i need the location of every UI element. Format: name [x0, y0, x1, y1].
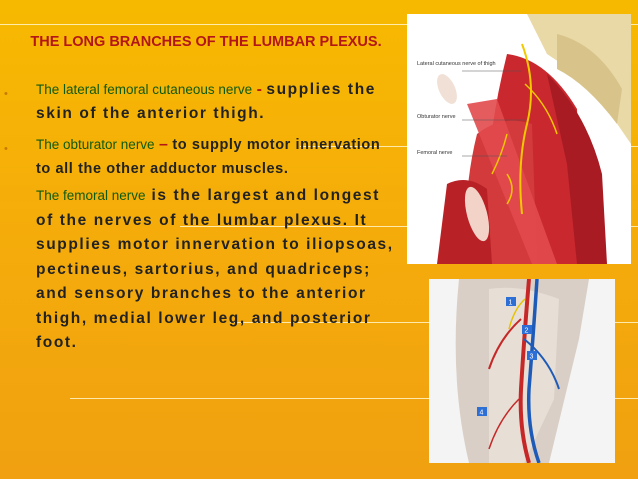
- label-lateral-cutaneous: Lateral cutaneous nerve of thigh: [417, 61, 496, 67]
- marker-2: 2: [525, 328, 529, 335]
- label-obturator: Obturator nerve: [417, 114, 456, 120]
- slide-title: THE LONG BRANCHES OF THE LUMBAR PLEXUS.: [30, 34, 382, 50]
- nerve-description: to supply motor innervation to all the o…: [36, 137, 381, 177]
- separator: –: [154, 136, 173, 153]
- decor-line: [70, 398, 638, 399]
- leg-vessels-image: 1 2 3 4: [429, 278, 615, 464]
- bullet-obturator: • The obturator nerve – to supply motor …: [4, 133, 399, 181]
- separator: -: [252, 81, 267, 98]
- thigh-muscle-illustration: Lateral cutaneous nerve of thigh Obturat…: [407, 14, 631, 265]
- nerve-description: supplies the skin of the anterior thigh.: [36, 81, 376, 122]
- marker-1: 1: [509, 300, 513, 307]
- label-femoral: Femoral nerve: [417, 150, 452, 156]
- thigh-anatomy-image: Lateral cutaneous nerve of thigh Obturat…: [407, 14, 631, 265]
- leg-vessels-illustration: 1 2 3 4: [429, 278, 615, 464]
- bullet-dot-icon: •: [4, 143, 8, 155]
- bullet-lateral-femoral-cutaneous: • The lateral femoral cutaneous nerve - …: [4, 78, 399, 126]
- bullet-femoral: The femoral nerve is the largest and lon…: [4, 184, 399, 356]
- nerve-name: The obturator nerve: [36, 137, 155, 152]
- marker-4: 4: [480, 410, 484, 417]
- marker-3: 3: [530, 354, 534, 361]
- decor-line: [0, 24, 638, 25]
- nerve-name: The femoral nerve: [36, 188, 146, 203]
- bullet-dot-icon: •: [4, 88, 8, 100]
- nerve-name: The lateral femoral cutaneous nerve: [36, 82, 253, 97]
- nerve-description: is the largest and longest of the nerves…: [36, 187, 394, 351]
- bullet-list: • The lateral femoral cutaneous nerve - …: [4, 78, 399, 356]
